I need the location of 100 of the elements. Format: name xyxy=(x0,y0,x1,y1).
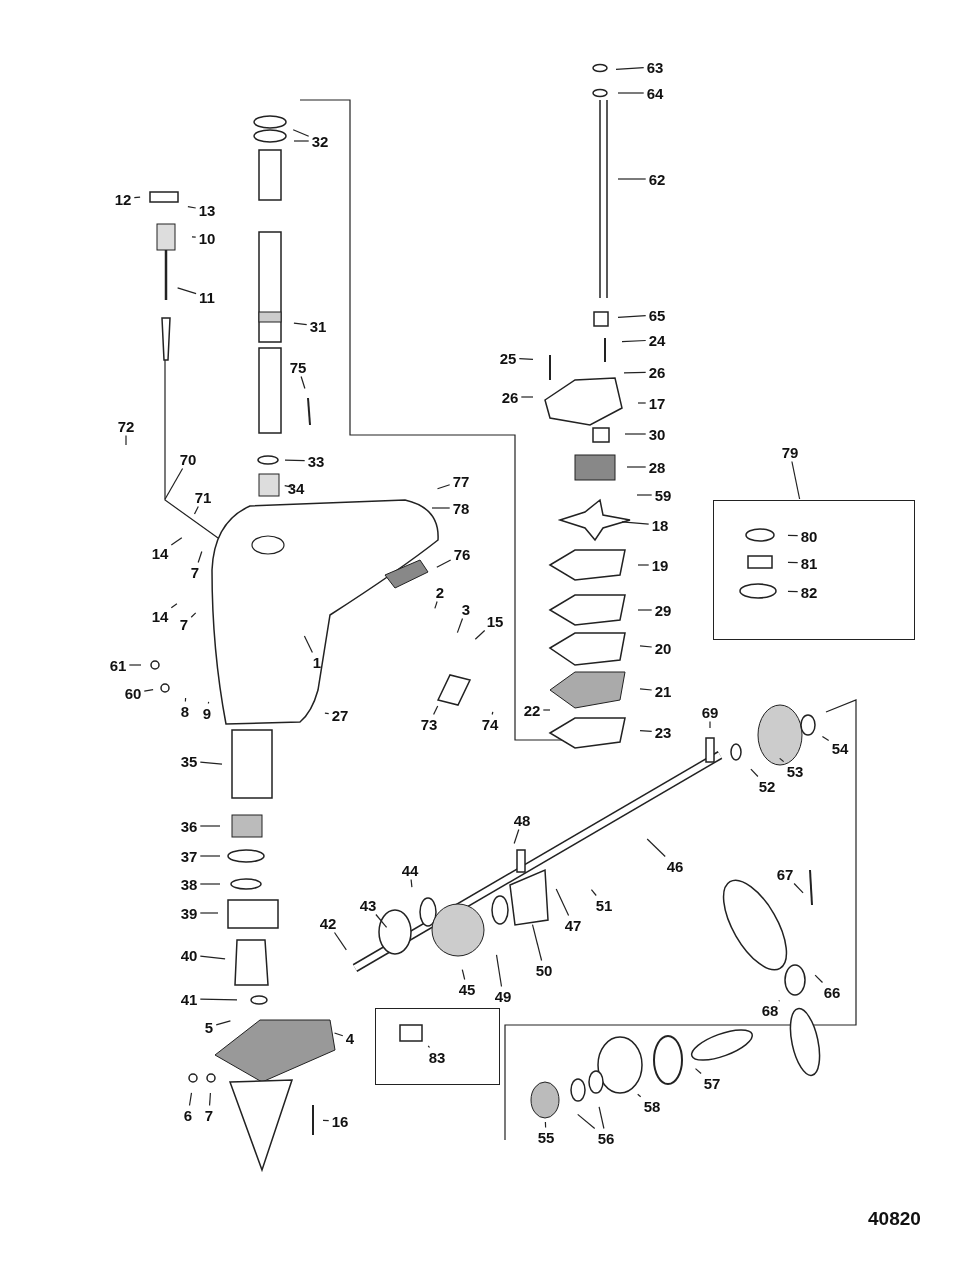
callout-number: 8 xyxy=(178,702,192,720)
leader-line xyxy=(694,1068,702,1075)
callout-number: 11 xyxy=(197,288,217,306)
leader-line xyxy=(133,196,141,199)
callout-number: 32 xyxy=(309,132,331,150)
callout-number: 60 xyxy=(122,684,144,702)
callout-number: 66 xyxy=(821,983,843,1001)
callout-number: 75 xyxy=(287,358,309,376)
leader-line xyxy=(199,912,219,914)
leader-line xyxy=(284,459,306,462)
callout-number: 27 xyxy=(329,706,351,724)
callout-number: 7 xyxy=(202,1106,216,1124)
leader-line xyxy=(555,888,570,917)
leader-line xyxy=(791,460,801,500)
leader-line xyxy=(542,709,551,711)
callout-number: 78 xyxy=(450,499,472,517)
leader-line xyxy=(621,521,650,525)
leader-line xyxy=(184,697,187,703)
leader-line xyxy=(787,561,799,564)
leader-line xyxy=(814,974,824,984)
callout-number: 37 xyxy=(178,847,200,865)
callout-number: 9 xyxy=(200,704,214,722)
callout-number: 50 xyxy=(533,961,555,979)
leader-line xyxy=(617,315,647,318)
callout-number: 59 xyxy=(652,486,674,504)
callout-number: 13 xyxy=(196,201,218,219)
leader-line xyxy=(617,92,645,94)
leader-line xyxy=(375,913,388,928)
drawing-number: 40820 xyxy=(868,1208,921,1230)
leader-line xyxy=(324,712,330,715)
callout-number: 7 xyxy=(177,615,191,633)
callout-number: 82 xyxy=(798,583,820,601)
callout-number: 65 xyxy=(646,306,668,324)
leader-line xyxy=(491,711,494,716)
callout-number: 15 xyxy=(484,612,506,630)
leader-line xyxy=(793,882,804,894)
callout-number: 42 xyxy=(317,914,339,932)
leader-line xyxy=(617,178,647,180)
callout-number: 43 xyxy=(357,896,379,914)
leader-line xyxy=(456,617,464,634)
leader-line xyxy=(787,590,799,593)
leader-line xyxy=(639,645,653,648)
leader-line xyxy=(128,664,142,666)
leader-line xyxy=(518,358,534,360)
callout-number: 28 xyxy=(646,458,668,476)
leader-line xyxy=(170,537,183,546)
callout-number: 74 xyxy=(479,715,501,733)
callout-number: 46 xyxy=(664,857,686,875)
callout-number: 4 xyxy=(343,1029,357,1047)
callout-number: 64 xyxy=(644,84,666,102)
callout-number: 31 xyxy=(307,317,329,335)
callout-number: 58 xyxy=(641,1097,663,1115)
leader-line xyxy=(199,761,223,765)
leader-line xyxy=(639,730,653,732)
callout-number: 47 xyxy=(562,916,584,934)
callout-number: 80 xyxy=(798,527,820,545)
callout-number: 2 xyxy=(433,583,447,601)
callout-number: 48 xyxy=(511,811,533,829)
callout-number: 52 xyxy=(756,777,778,795)
callout-number: 36 xyxy=(178,817,200,835)
callout-number: 17 xyxy=(646,394,668,412)
leader-line xyxy=(474,629,486,640)
callout-number: 30 xyxy=(646,425,668,443)
callout-number: 53 xyxy=(784,762,806,780)
leader-line xyxy=(215,1020,231,1026)
leader-line xyxy=(637,1093,642,1098)
callout-number: 33 xyxy=(305,452,327,470)
callout-number: 5 xyxy=(202,1018,216,1036)
leader-line xyxy=(199,998,238,1001)
leader-line xyxy=(639,688,653,691)
callout-number: 51 xyxy=(593,896,615,914)
leader-line xyxy=(177,287,197,295)
leader-line xyxy=(125,434,127,446)
callout-number: 21 xyxy=(652,682,674,700)
leader-line xyxy=(190,612,197,618)
callout-number: 38 xyxy=(178,875,200,893)
callout-number: 69 xyxy=(699,703,721,721)
leader-line xyxy=(188,1092,193,1107)
leader-line xyxy=(199,955,226,960)
leader-line xyxy=(495,954,503,988)
callout-number: 34 xyxy=(285,479,307,497)
callout-number: 79 xyxy=(779,443,801,461)
leader-line xyxy=(750,768,759,778)
leader-line xyxy=(590,889,597,897)
leader-line xyxy=(199,825,221,827)
callout-number: 22 xyxy=(521,701,543,719)
leader-line xyxy=(170,603,178,609)
callout-number: 83 xyxy=(426,1048,448,1066)
callout-number: 67 xyxy=(774,865,796,883)
callout-number: 16 xyxy=(329,1112,351,1130)
leader-line xyxy=(779,757,785,763)
leader-line xyxy=(209,1092,211,1107)
callout-number: 23 xyxy=(652,723,674,741)
callout-number: 73 xyxy=(418,715,440,733)
leader-line xyxy=(300,375,306,390)
callout-number: 25 xyxy=(497,349,519,367)
callout-number: 49 xyxy=(492,987,514,1005)
leader-line xyxy=(191,236,197,238)
callout-number: 35 xyxy=(178,752,200,770)
callout-number: 71 xyxy=(192,488,214,506)
